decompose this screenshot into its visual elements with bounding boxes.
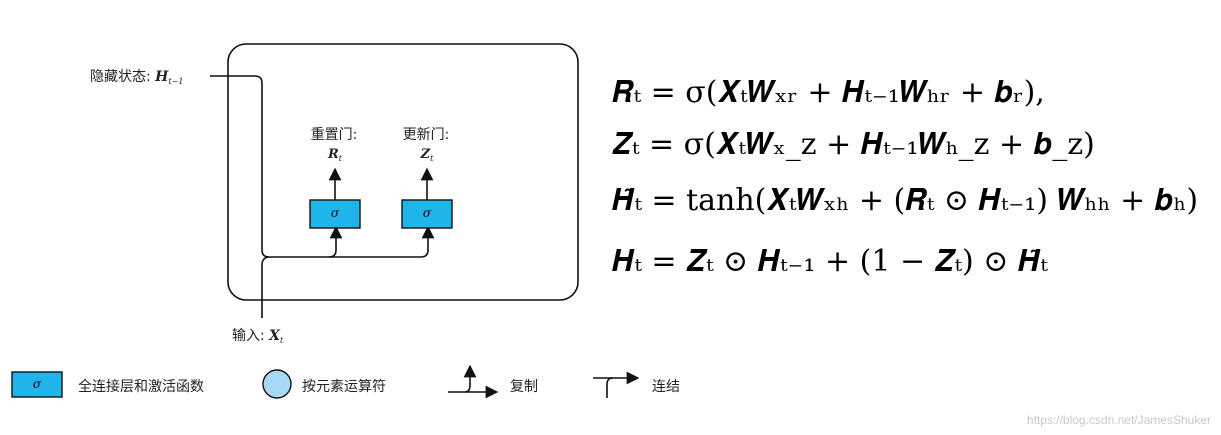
legend-concat-label: 连结 <box>652 379 680 395</box>
hidden-state-label: 隐藏状态: Ht−1 <box>90 69 184 86</box>
legend-elementwise-label: 按元素运算符 <box>302 379 386 395</box>
input-to-reset-line <box>261 225 343 318</box>
hidden-state-line <box>210 75 270 258</box>
gru-cell-box <box>227 43 579 301</box>
equation-candidate-hidden: 𝑯̃ₜ = tanh(𝑿ₜ𝑾ₓₕ + (𝑹ₜ ⊙ 𝑯ₜ₋₁) 𝑾ₕₕ + 𝒃ₕ) <box>612 183 1199 218</box>
reset-gate-sigma: σ <box>330 206 340 220</box>
legend-fc-box <box>11 371 63 398</box>
legend-elementwise-circle <box>262 369 292 399</box>
reset-gate-label: 重置门: <box>310 127 358 143</box>
reset-gate-box <box>309 199 361 229</box>
input-to-update-line <box>329 225 435 258</box>
legend-fc-label: 全连接层和激活函数 <box>78 379 204 395</box>
equation-hidden-state: 𝑯ₜ = 𝒁ₜ ⊙ 𝑯ₜ₋₁ + (1 − 𝒁ₜ) ⊙ 𝑯̃ₜ <box>612 244 1048 279</box>
copy-icon-branch <box>463 364 477 393</box>
reset-gate-symbol: Rt <box>327 147 343 163</box>
legend-fc-sigma: σ <box>32 377 42 391</box>
watermark: https://blog.csdn.net/JamesShuker <box>1026 413 1211 427</box>
equation-reset-gate: 𝑹ₜ = σ(𝑿ₜ𝑾ₓᵣ + 𝑯ₜ₋₁𝑾ₕᵣ + 𝒃ᵣ), <box>612 75 1045 110</box>
update-gate-sigma: σ <box>422 206 432 220</box>
concat-icon <box>606 371 640 398</box>
equation-update-gate: 𝒁ₜ = σ(𝑿ₜ𝑾ₓ_z + 𝑯ₜ₋₁𝑾ₕ_z + 𝒃_z) <box>612 127 1095 162</box>
input-label: 输入: Xt <box>232 328 284 345</box>
update-gate-label: 更新门: <box>402 127 450 143</box>
update-gate-symbol: Zt <box>420 147 434 163</box>
legend-copy-label: 复制 <box>510 379 538 395</box>
